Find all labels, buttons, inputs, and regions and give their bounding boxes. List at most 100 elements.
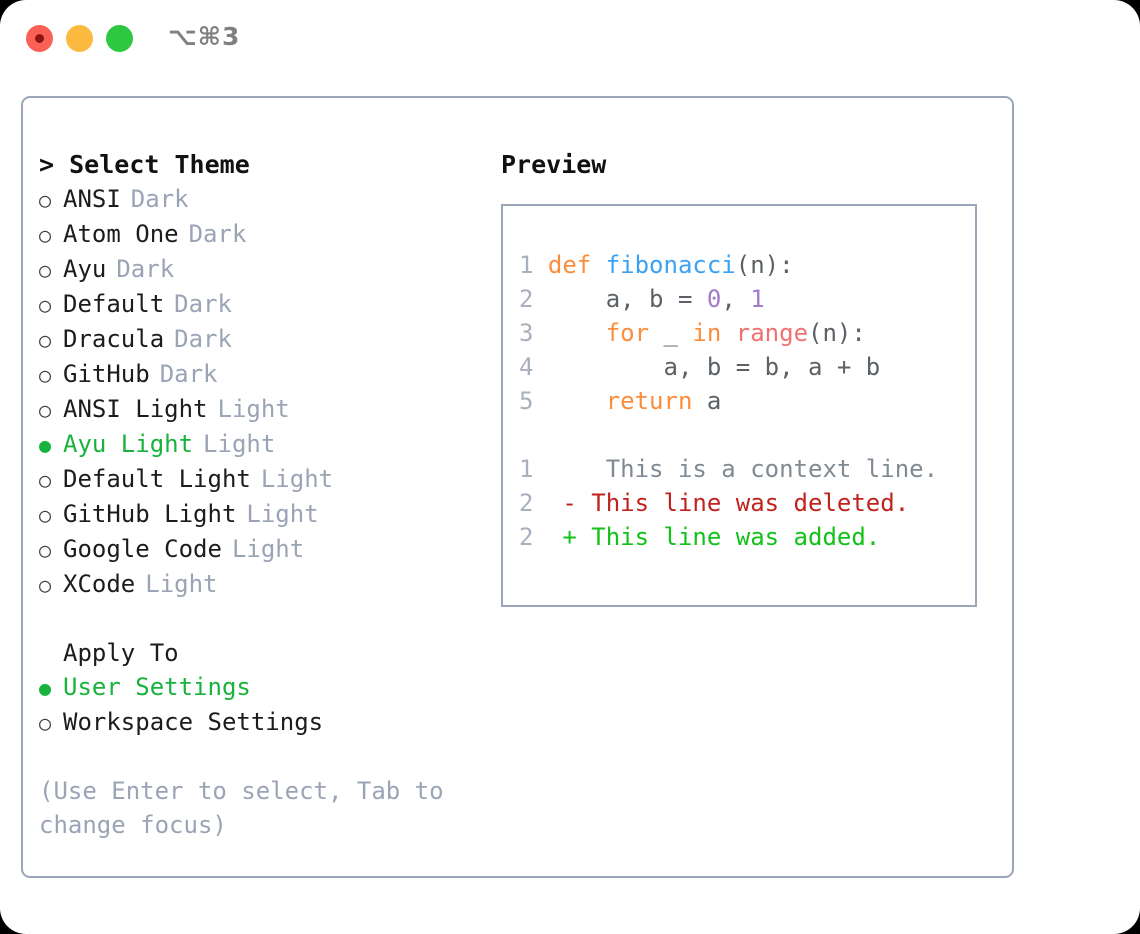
focus-caret-icon: > (39, 150, 55, 179)
code-token: 1 (750, 285, 765, 313)
code-blank-line (519, 418, 938, 452)
theme-option-default[interactable]: ○ Default Dark (39, 287, 489, 322)
radio-unselected-icon: ○ (39, 468, 52, 492)
maximize-window-button[interactable] (106, 25, 133, 52)
radio-unselected-icon: ○ (39, 503, 52, 527)
theme-option-variant-tag: Light (145, 570, 218, 598)
theme-option-github-light[interactable]: ○ GitHub Light Light (39, 497, 489, 532)
theme-option-google-code[interactable]: ○ Google Code Light (39, 532, 489, 567)
preview-heading: Preview (501, 150, 607, 179)
radio-unselected-icon: ○ (39, 258, 52, 282)
code-token: _ (663, 319, 693, 347)
select-theme-heading-label: Select Theme (69, 150, 250, 179)
line-number: 1 (519, 455, 548, 483)
list-spacer (39, 602, 489, 636)
theme-option-label: Google Code (63, 535, 222, 563)
theme-option-dracula[interactable]: ○ Dracula Dark (39, 322, 489, 357)
radio-selected-icon: ● (39, 433, 52, 457)
theme-option-label: GitHub (63, 360, 150, 388)
line-number: 4 (519, 353, 548, 381)
theme-option-variant-tag: Dark (174, 290, 232, 318)
theme-option-variant-tag: Dark (130, 185, 189, 213)
code-token: (n): (735, 251, 794, 279)
diff-line-text: - This line was deleted. (547, 489, 910, 517)
theme-option-variant-tag: Light (246, 500, 319, 528)
code-line: 5 return a (519, 384, 938, 418)
radio-unselected-icon: ○ (39, 363, 52, 387)
code-token: fibonacci (605, 251, 736, 279)
code-token: range (735, 319, 809, 347)
theme-option-label: XCode (63, 570, 136, 598)
diff-line-text: + This line was added. (547, 523, 881, 551)
theme-option-ayu-light[interactable]: ● Ayu Light Light (39, 427, 489, 462)
code-token: a, b = (547, 285, 707, 313)
diff-line-text: This is a context line. (547, 455, 939, 483)
line-number: 5 (519, 387, 548, 415)
theme-option-variant-tag: Light (203, 430, 276, 458)
line-number: 2 (519, 285, 548, 313)
theme-option-default-light[interactable]: ○ Default Light Light (39, 462, 489, 497)
theme-option-label: Atom One (63, 220, 179, 248)
minimize-window-button[interactable] (66, 25, 93, 52)
code-line: 3 for _ in range(n): (519, 316, 938, 350)
radio-unselected-icon: ○ (39, 398, 52, 422)
code-token: , (721, 285, 751, 313)
radio-selected-icon: ● (39, 676, 52, 700)
theme-option-variant-tag: Light (231, 535, 305, 563)
theme-option-atom-one[interactable]: ○ Atom One Dark (39, 217, 489, 252)
code-token: a, b = b, a + b (547, 353, 881, 381)
theme-option-ansi[interactable]: ○ ANSI Dark (39, 182, 489, 217)
theme-option-github[interactable]: ○ GitHub Dark (39, 357, 489, 392)
preview-column: Preview 1 def fibonacci(n):2 a, b = 0, 1… (501, 148, 1001, 607)
apply-to-option-workspace-settings[interactable]: ○ Workspace Settings (39, 705, 489, 740)
theme-option-label: Default Light (63, 465, 251, 493)
apply-to-option-label: Workspace Settings (63, 708, 324, 736)
window-title-shortcut: ⌥⌘3 (168, 22, 241, 51)
radio-unselected-icon: ○ (39, 573, 52, 597)
theme-option-variant-tag: Dark (116, 255, 175, 283)
radio-unselected-icon: ○ (39, 711, 52, 735)
theme-option-ansi-light[interactable]: ○ ANSI Light Light (39, 392, 489, 427)
apply-to-option-label: User Settings (63, 673, 251, 701)
theme-option-label: ANSI Light (63, 395, 208, 423)
line-number: 1 (519, 251, 548, 279)
theme-option-label: Dracula (63, 325, 165, 353)
code-line: 2 a, b = 0, 1 (519, 282, 938, 316)
keyboard-hint-text: (Use Enter to select, Tab to change focu… (39, 777, 444, 839)
theme-option-label: Ayu Light (63, 430, 194, 458)
theme-option-xcode[interactable]: ○ XCode Light (39, 567, 489, 602)
theme-option-variant-tag: Light (260, 465, 334, 493)
theme-option-variant-tag: Dark (174, 325, 232, 353)
apply-to-heading: Apply To (63, 639, 179, 667)
theme-option-variant-tag: Dark (188, 220, 247, 248)
radio-unselected-icon: ○ (39, 223, 52, 247)
code-token: 0 (706, 285, 722, 313)
diff-line: 2 - This line was deleted. (519, 486, 938, 520)
code-token: a (706, 387, 722, 415)
diff-line: 2 + This line was added. (519, 520, 938, 554)
theme-option-variant-tag: Dark (159, 360, 218, 388)
theme-option-label: Default (63, 290, 165, 318)
theme-option-variant-tag: Light (217, 395, 290, 423)
theme-option-label: ANSI (63, 185, 121, 213)
radio-unselected-icon: ○ (39, 188, 52, 212)
radio-unselected-icon: ○ (39, 293, 52, 317)
radio-unselected-icon: ○ (39, 328, 52, 352)
theme-option-label: GitHub Light (63, 500, 237, 528)
code-token: def (547, 251, 606, 279)
line-number: 2 (519, 523, 548, 551)
apply-to-option-user-settings[interactable]: ● User Settings (39, 670, 489, 705)
code-token: for (547, 319, 664, 347)
select-theme-heading: > Select Theme (39, 148, 489, 182)
radio-unselected-icon: ○ (39, 538, 52, 562)
title-bar: ⌥⌘3 (0, 0, 1140, 78)
line-number: 3 (519, 319, 548, 347)
close-window-button[interactable] (26, 25, 53, 52)
code-line: 1 def fibonacci(n): (519, 248, 938, 282)
code-token: return (547, 387, 707, 415)
